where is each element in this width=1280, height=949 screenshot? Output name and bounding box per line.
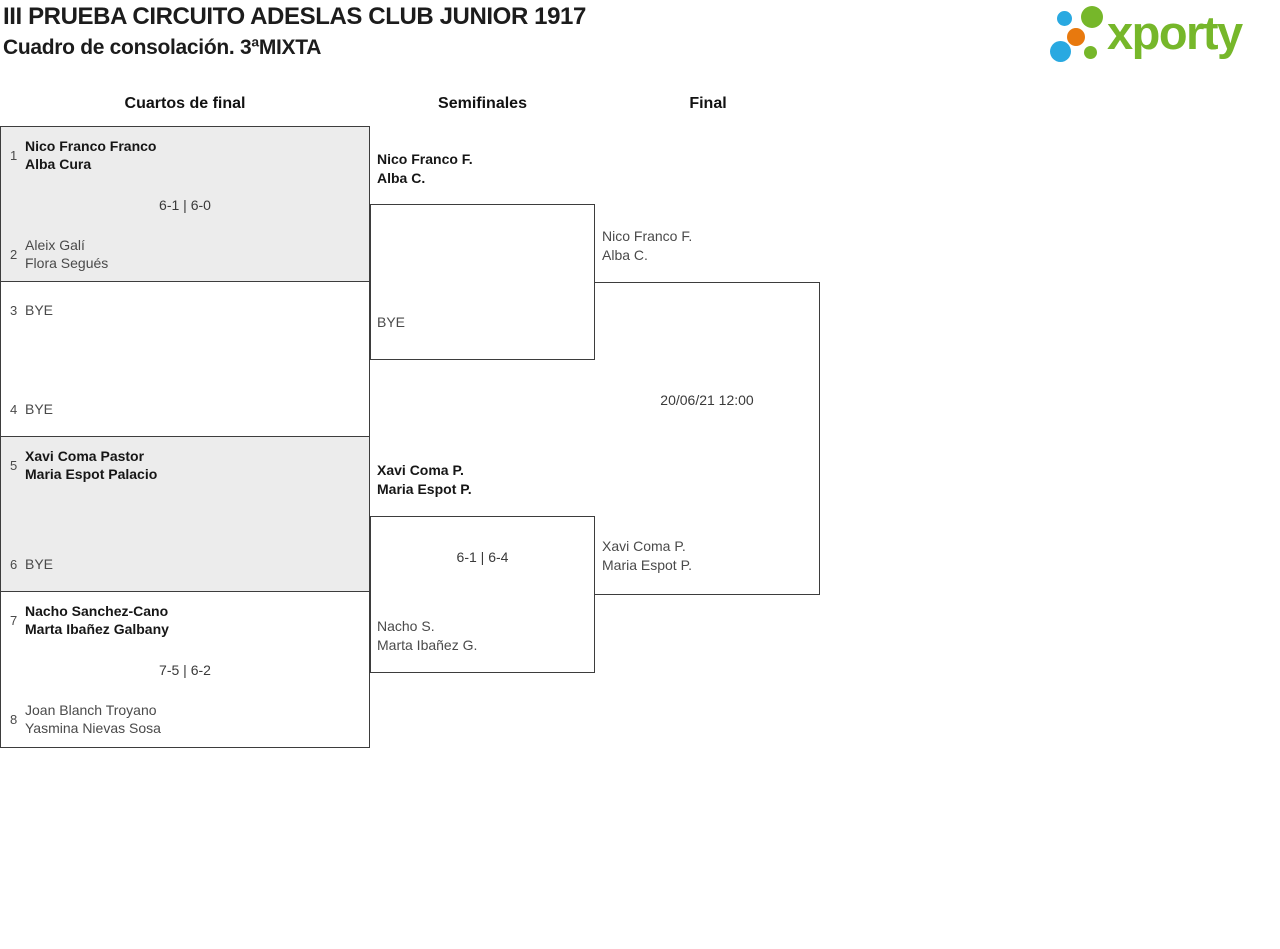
player-name: Nico Franco Franco bbox=[25, 138, 157, 154]
qf4-top-participant: 7 Nacho Sanchez-Cano Marta Ibañez Galban… bbox=[10, 601, 360, 639]
player-name: Nico Franco F. bbox=[602, 228, 693, 244]
seed-number: 6 bbox=[10, 556, 18, 572]
player-name: Marta Ibañez Galbany bbox=[25, 621, 169, 637]
match-schedule: 20/06/21 12:00 bbox=[660, 392, 754, 408]
bye-label: BYE bbox=[25, 556, 54, 572]
player-name: Aleix Galí bbox=[25, 237, 85, 253]
player-name: Maria Espot P. bbox=[602, 557, 693, 573]
player-name: Alba C. bbox=[377, 170, 426, 186]
seed-number: 2 bbox=[10, 246, 18, 262]
player-name: Alba Cura bbox=[25, 156, 92, 172]
logo-dot-blue-large-icon bbox=[1050, 41, 1071, 62]
seed-number: 8 bbox=[10, 711, 18, 727]
final-bottom-participant: Xavi Coma P. Maria Espot P. bbox=[602, 537, 692, 575]
team-names: BYE bbox=[25, 301, 53, 319]
qf1-bottom-participant: 2 Aleix Galí Flora Segués bbox=[10, 235, 360, 273]
round-header-semifinals: Semifinales bbox=[438, 95, 527, 112]
qf-match-4-box: 7 Nacho Sanchez-Cano Marta Ibañez Galban… bbox=[0, 591, 370, 748]
match-score: 6-1 | 6-0 bbox=[159, 197, 211, 213]
seed-number: 3 bbox=[10, 302, 18, 318]
logo-wordmark: xporty bbox=[1107, 6, 1243, 59]
player-name: Flora Segués bbox=[25, 255, 109, 271]
player-name: Xavi Coma Pastor bbox=[25, 448, 145, 464]
match-score: 6-1 | 6-4 bbox=[456, 549, 509, 565]
logo-dot-green-small-icon bbox=[1084, 46, 1097, 59]
tournament-title: III PRUEBA CIRCUITO ADESLAS CLUB JUNIOR … bbox=[3, 3, 586, 30]
team-names: Aleix Galí Flora Segués bbox=[25, 236, 108, 272]
bye-label: BYE bbox=[25, 401, 54, 417]
sf2-top-participant: Xavi Coma P. Maria Espot P. bbox=[377, 461, 472, 499]
qf2-bottom-participant: 4 BYE bbox=[10, 390, 360, 428]
player-name: Xavi Coma P. bbox=[377, 462, 464, 478]
bye-label: BYE bbox=[25, 302, 54, 318]
seed-number: 5 bbox=[10, 457, 18, 473]
xporty-logo[interactable]: xporty bbox=[1043, 4, 1277, 68]
qf-match-3-box: 5 Xavi Coma Pastor Maria Espot Palacio 6… bbox=[0, 436, 370, 593]
qf-match-1-box: 1 Nico Franco Franco Alba Cura 6-1 | 6-0… bbox=[0, 126, 370, 283]
seed-number: 4 bbox=[10, 401, 18, 417]
team-names: BYE bbox=[25, 400, 53, 418]
qf1-top-participant: 1 Nico Franco Franco Alba Cura bbox=[10, 136, 360, 174]
player-name: Yasmina Nievas Sosa bbox=[25, 720, 161, 736]
sf-match-1-connector bbox=[370, 204, 595, 360]
sf1-top-participant: Nico Franco F. Alba C. bbox=[377, 150, 473, 188]
player-name: Nacho S. bbox=[377, 618, 435, 634]
player-name: Nacho Sanchez-Cano bbox=[25, 603, 169, 619]
bracket-subtitle: Cuadro de consolación. 3ªMIXTA bbox=[3, 36, 322, 59]
player-name: Xavi Coma P. bbox=[602, 538, 686, 554]
qf3-bottom-participant: 6 BYE bbox=[10, 545, 360, 583]
player-name: Maria Espot Palacio bbox=[25, 466, 158, 482]
sf2-bottom-participant: Nacho S. Marta Ibañez G. bbox=[377, 617, 477, 655]
seed-number: 7 bbox=[10, 612, 18, 628]
team-names: Nico Franco Franco Alba Cura bbox=[25, 137, 156, 173]
logo-dot-blue-small-icon bbox=[1057, 11, 1072, 26]
seed-number: 1 bbox=[10, 147, 18, 163]
qf3-top-participant: 5 Xavi Coma Pastor Maria Espot Palacio bbox=[10, 446, 360, 484]
team-names: Nacho Sanchez-Cano Marta Ibañez Galbany bbox=[25, 602, 169, 638]
team-names: Xavi Coma Pastor Maria Espot Palacio bbox=[25, 447, 157, 483]
round-header-final: Final bbox=[689, 95, 727, 112]
player-name: Alba C. bbox=[602, 247, 648, 263]
player-name: Marta Ibañez G. bbox=[377, 637, 478, 653]
player-name: Joan Blanch Troyano bbox=[25, 702, 157, 718]
sf1-bottom-participant: BYE bbox=[377, 313, 405, 332]
player-name: Nico Franco F. bbox=[377, 151, 473, 167]
round-header-quarterfinals: Cuartos de final bbox=[124, 95, 246, 112]
qf-match-2-box: 3 BYE 4 BYE bbox=[0, 281, 370, 438]
logo-dot-orange-icon bbox=[1067, 28, 1085, 46]
qf2-top-participant: 3 BYE bbox=[10, 291, 360, 329]
final-match-connector bbox=[594, 282, 820, 595]
match-score: 7-5 | 6-2 bbox=[159, 662, 211, 678]
bye-label: BYE bbox=[377, 314, 406, 330]
qf4-bottom-participant: 8 Joan Blanch Troyano Yasmina Nievas Sos… bbox=[10, 700, 360, 738]
team-names: Joan Blanch Troyano Yasmina Nievas Sosa bbox=[25, 701, 161, 737]
team-names: BYE bbox=[25, 555, 53, 573]
player-name: Maria Espot P. bbox=[377, 481, 472, 497]
logo-dot-green-large-icon bbox=[1081, 6, 1103, 28]
final-top-participant: Nico Franco F. Alba C. bbox=[602, 227, 692, 265]
